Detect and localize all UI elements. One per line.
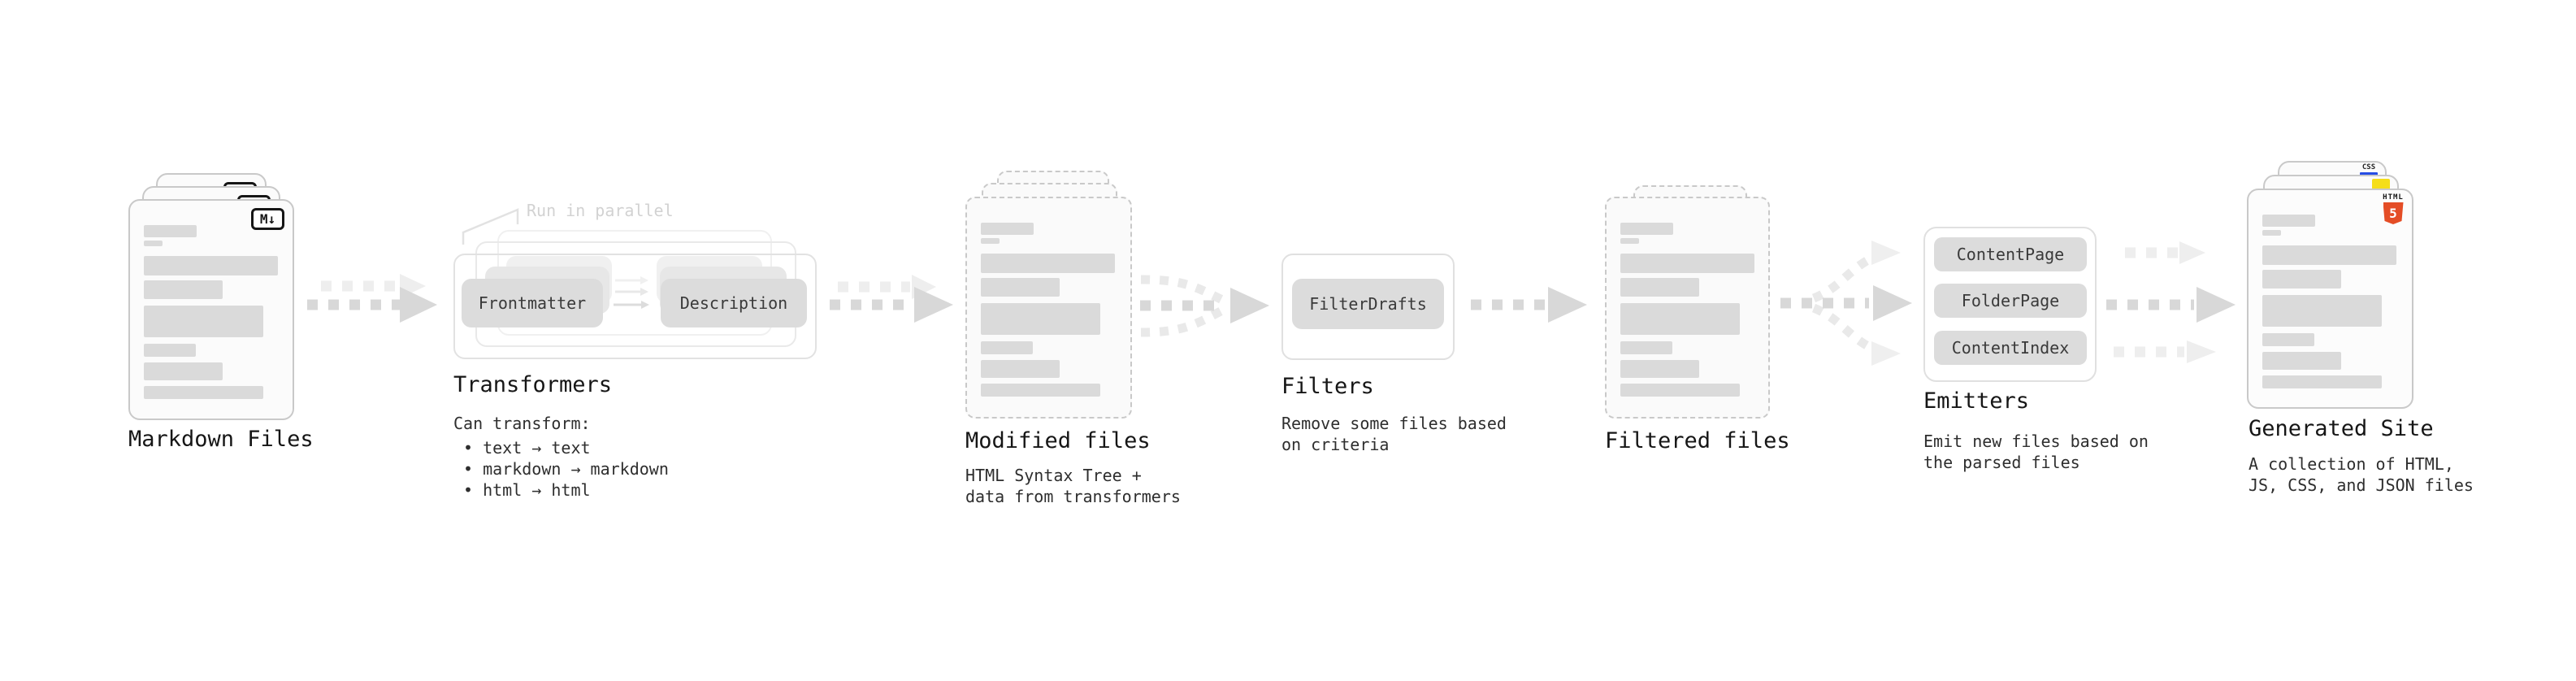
placeholder-text-bar <box>2262 245 2396 265</box>
placeholder-text-bar <box>1620 360 1699 378</box>
transform-bullet: • html → html <box>463 480 591 500</box>
placeholder-text-bar <box>144 225 197 237</box>
arrow-modified-to-filters <box>1140 275 1269 337</box>
modified-files-description: HTML Syntax Tree + data from transformer… <box>965 465 1181 507</box>
frontmatter-pill: Frontmatter <box>462 279 603 327</box>
placeholder-text-bar <box>2262 215 2315 227</box>
transformers-description: Can transform: • text → text • markdown … <box>453 413 669 501</box>
modified-desc-line: HTML Syntax Tree + <box>965 466 1142 485</box>
emitters-title: Emitters <box>1923 388 2030 414</box>
filters-description: Remove some files based on criteria <box>1281 413 1507 455</box>
contentpage-pill: ContentPage <box>1934 237 2087 271</box>
placeholder-text-bar <box>2262 333 2314 346</box>
emitters-desc-line: the parsed files <box>1923 453 2080 472</box>
filters-title: Filters <box>1281 374 1374 399</box>
placeholder-text-bar <box>981 238 1000 244</box>
css-icon: CSS <box>2360 164 2378 176</box>
run-in-parallel-note: Run in parallel <box>527 201 674 220</box>
folderpage-pill: FolderPage <box>1934 284 2087 318</box>
markdown-files-title: Markdown Files <box>128 427 314 452</box>
placeholder-text-bar <box>2262 230 2281 236</box>
modified-files-title: Modified files <box>965 428 1151 453</box>
placeholder-text-bar <box>981 341 1033 354</box>
modified-file-card <box>965 197 1132 419</box>
placeholder-text-bar <box>144 256 278 275</box>
emitters-description: Emit new files based on the parsed files <box>1923 431 2149 473</box>
placeholder-text-bar <box>1620 384 1740 397</box>
transform-bullet: • markdown → markdown <box>463 459 669 479</box>
placeholder-text-bar <box>144 306 263 337</box>
placeholder-text-bar <box>981 303 1100 335</box>
modified-desc-line: data from transformers <box>965 487 1181 506</box>
placeholder-text-bar <box>2262 270 2341 288</box>
placeholder-text-bar <box>1620 238 1639 244</box>
can-transform-heading: Can transform: <box>453 414 591 433</box>
arrow-filtered-to-emitters <box>1780 241 1912 366</box>
generated-html-file-card: HTML 5 <box>2247 189 2413 409</box>
placeholder-text-bar <box>981 254 1115 273</box>
placeholder-text-bar <box>144 280 223 299</box>
html5-icon: HTML 5 <box>2382 193 2405 224</box>
arrow-transformers-to-modified <box>830 275 953 323</box>
transformers-title: Transformers <box>453 372 613 397</box>
placeholder-text-bar <box>2262 295 2382 327</box>
generated-site-title: Generated Site <box>2249 416 2434 441</box>
generated-desc-line: JS, CSS, and JSON files <box>2249 475 2474 495</box>
filtered-file-card <box>1605 197 1770 419</box>
placeholder-text-bar <box>1620 303 1740 335</box>
transformer-box <box>453 254 817 359</box>
placeholder-text-bar <box>981 278 1060 297</box>
arrow-markdown-to-transformers <box>307 274 437 323</box>
placeholder-text-bar <box>144 362 223 380</box>
js-icon <box>2372 179 2390 191</box>
placeholder-text-bar <box>1620 278 1699 297</box>
placeholder-text-bar <box>2262 352 2341 370</box>
markdown-file-card: M↓ <box>128 199 294 420</box>
placeholder-text-bar <box>1620 223 1673 235</box>
filters-desc-line: on criteria <box>1281 435 1390 454</box>
filtered-files-title: Filtered files <box>1605 428 1790 453</box>
generated-desc-line: A collection of HTML, <box>2249 454 2454 474</box>
placeholder-text-bar <box>981 223 1034 235</box>
placeholder-text-bar <box>981 384 1100 397</box>
filters-desc-line: Remove some files based <box>1281 414 1507 433</box>
description-pill: Description <box>661 279 807 327</box>
emitters-desc-line: Emit new files based on <box>1923 432 2149 451</box>
placeholder-text-bar <box>1620 254 1754 273</box>
placeholder-text-bar <box>1620 341 1672 354</box>
arrow-filters-to-filtered <box>1471 287 1587 323</box>
placeholder-text-bar <box>144 344 196 357</box>
contentindex-pill: ContentIndex <box>1934 331 2087 365</box>
placeholder-text-bar <box>144 241 163 246</box>
filterdrafts-pill: FilterDrafts <box>1292 279 1444 329</box>
generated-site-description: A collection of HTML, JS, CSS, and JSON … <box>2249 453 2474 496</box>
markdown-icon: M↓ <box>251 208 284 230</box>
placeholder-text-bar <box>2262 375 2382 388</box>
placeholder-text-bar <box>981 360 1060 378</box>
transform-bullet: • text → text <box>463 438 591 458</box>
arrow-emitters-to-generated <box>2106 241 2236 363</box>
placeholder-text-bar <box>144 386 263 399</box>
